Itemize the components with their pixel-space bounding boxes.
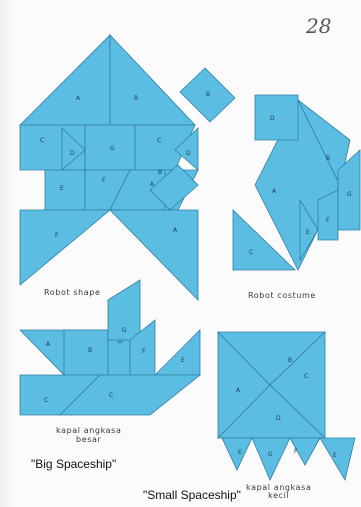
robot-costume-piece-label: B — [326, 155, 330, 162]
small-spaceship-piece — [222, 438, 252, 470]
page-number: 28 — [306, 14, 331, 38]
small-spaceship-piece-label: E — [238, 449, 242, 456]
robot-shape-piece-label: E — [60, 185, 64, 192]
small-spaceship-piece-label: E — [333, 452, 337, 459]
big-spaceship-piece-label: C — [109, 392, 113, 399]
robot-costume-piece-label: C — [249, 249, 253, 256]
robot-costume-piece — [255, 95, 298, 140]
robot-shape-piece-label: B — [206, 91, 210, 98]
small-spaceship-piece-label: F — [294, 448, 298, 455]
big-spaceship-piece-label: F — [142, 348, 146, 355]
big-spaceship-caption: kapal angkasa besar — [56, 426, 121, 444]
robot-shape-piece — [110, 210, 198, 300]
robot-shape-figure: ABBCDGCDEFAEFAB — [20, 35, 235, 300]
robot-shape-piece — [45, 170, 85, 210]
robot-shape-piece-label: C — [157, 137, 161, 144]
robot-shape-piece-label: F — [55, 232, 59, 239]
robot-shape-piece-label: D — [70, 150, 75, 157]
small-spaceship-piece-label: D — [276, 415, 281, 422]
robot-costume-caption: Robot costume — [248, 291, 316, 300]
robot-shape-piece — [20, 35, 110, 125]
small-spaceship-piece-label: B — [288, 357, 292, 364]
robot-costume-piece-label: D — [270, 115, 275, 122]
small-spaceship-typed-label: "Small Spaceship" — [143, 488, 241, 502]
big-spaceship-typed-label: "Big Spaceship" — [31, 457, 116, 471]
robot-costume-piece-label: E — [306, 229, 310, 236]
robot-shape-piece-label: B — [134, 95, 138, 102]
small-spaceship-piece — [252, 438, 290, 480]
robot-shape-piece-label: D — [186, 150, 191, 157]
robot-shape-piece-label: B — [158, 169, 162, 176]
robot-shape-piece-label: F — [102, 177, 106, 184]
small-spaceship-piece — [320, 438, 355, 480]
robot-shape-piece-label: C — [40, 137, 44, 144]
big-spaceship-piece-label: B — [88, 347, 92, 354]
big-spaceship-piece-label: E — [181, 357, 185, 364]
robot-costume-piece-label: F — [326, 217, 330, 224]
small-spaceship-piece-label: C — [304, 373, 308, 380]
small-spaceship-piece-label: G — [268, 451, 273, 458]
big-spaceship-piece-label: C — [44, 397, 48, 404]
big-spaceship-piece-label: G — [122, 327, 127, 334]
robot-shape-caption: Robot shape — [44, 288, 101, 297]
robot-shape-piece — [20, 210, 110, 285]
big-spaceship-piece — [64, 330, 108, 375]
robot-shape-piece — [110, 35, 195, 125]
robot-costume-piece-label: G — [347, 191, 352, 198]
big-spaceship-piece — [155, 330, 200, 375]
small-spaceship-caption: kapal angkasa kecil — [246, 484, 311, 500]
robot-shape-piece-label: G — [110, 145, 115, 152]
